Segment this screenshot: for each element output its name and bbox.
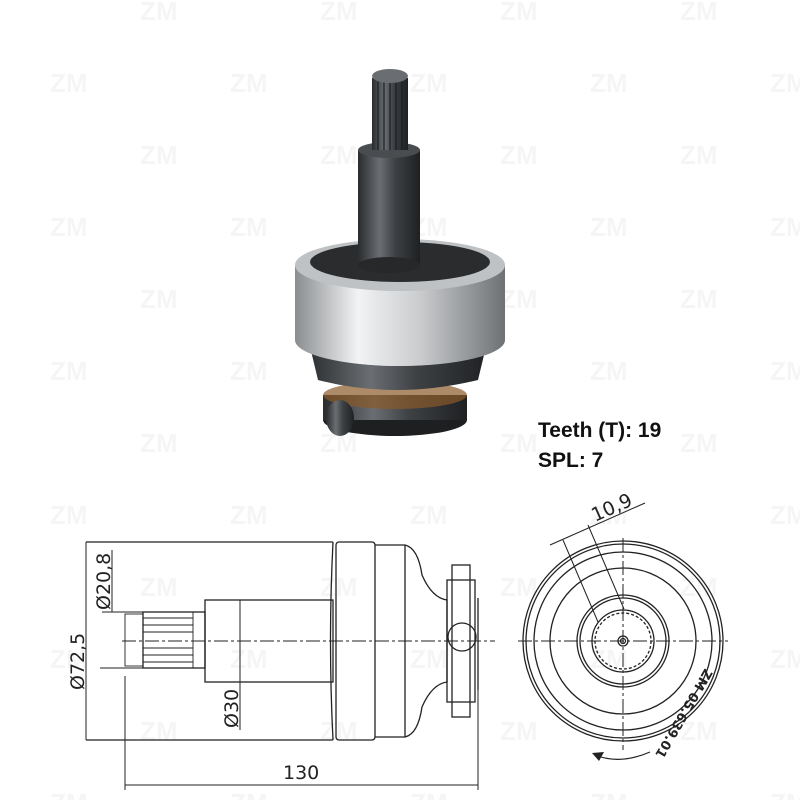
watermark-text: ZM — [140, 428, 178, 458]
watermark-text: ZM — [590, 212, 628, 242]
watermark-text: ZM — [320, 716, 358, 746]
watermark-text: ZM — [140, 716, 178, 746]
watermark-text: ZM — [140, 0, 178, 26]
watermark-text: ZM — [50, 644, 88, 674]
watermark-text: ZM — [770, 644, 800, 674]
watermark-text: ZM — [50, 356, 88, 386]
watermark-text: ZM — [500, 428, 538, 458]
watermark-text: ZM — [50, 68, 88, 98]
watermark-text: ZM — [320, 0, 358, 26]
spline-diameter-label: Ø20,8 — [93, 553, 115, 610]
watermark-text: ZM — [50, 788, 88, 800]
clutch-housing — [295, 239, 505, 390]
watermark-text: ZM — [500, 140, 538, 170]
pin — [447, 622, 477, 652]
part-marking: ZM 05.639.01 — [651, 666, 714, 760]
offset-label: 10,9 — [588, 489, 636, 526]
teeth-count: Teeth (T): 19 — [538, 419, 662, 442]
front-view: 10,9 ZM 05.639.01 — [518, 489, 728, 761]
watermark-text: ZM — [230, 788, 268, 800]
watermark-text: ZM — [410, 68, 448, 98]
watermark-text: ZM — [410, 788, 448, 800]
side-view: Ø72,5 Ø20,8 Ø30 130 — [67, 541, 495, 790]
watermark-text: ZM — [770, 788, 800, 800]
watermark-text: ZM — [410, 500, 448, 530]
watermark-text: ZM — [230, 356, 268, 386]
watermark-text: ZM — [500, 284, 538, 314]
watermark-text: ZM — [680, 0, 718, 26]
watermark-text: ZM — [50, 500, 88, 530]
spline-count: SPL: 7 — [538, 449, 604, 472]
watermark-text: ZM — [770, 356, 800, 386]
watermark-text: ZM — [320, 572, 358, 602]
watermark-text: ZM — [230, 644, 268, 674]
watermark-text: ZM — [680, 428, 718, 458]
watermark-text: ZM — [230, 212, 268, 242]
watermark-text: ZM — [680, 716, 718, 746]
watermark-text: ZM — [140, 572, 178, 602]
watermark-text: ZM — [230, 500, 268, 530]
watermark-text: ZM — [680, 284, 718, 314]
length-label: 130 — [283, 762, 319, 784]
watermark-text: ZM — [680, 140, 718, 170]
watermark-text: ZM — [50, 212, 88, 242]
outer-diameter-label: Ø72,5 — [67, 633, 89, 690]
watermark-text: ZM — [590, 788, 628, 800]
watermark-text: ZM — [410, 644, 448, 674]
spline-outline — [142, 611, 206, 669]
watermark-text: ZM — [770, 500, 800, 530]
watermark-text: ZM — [500, 716, 538, 746]
watermark-text: ZM — [500, 0, 538, 26]
shaft-diameter-label: Ø30 — [221, 689, 243, 728]
watermark-text: ZM — [770, 212, 800, 242]
watermark-text: ZM — [320, 140, 358, 170]
watermark-text: ZM — [230, 68, 268, 98]
watermark-text: ZM — [680, 572, 718, 602]
watermark-text: ZM — [770, 68, 800, 98]
watermark-text: ZM — [500, 572, 538, 602]
shaft — [358, 69, 420, 273]
watermark-text: ZM — [140, 284, 178, 314]
watermark-text: ZM — [140, 140, 178, 170]
watermark-text: ZM — [590, 68, 628, 98]
watermark-text: ZM — [590, 356, 628, 386]
